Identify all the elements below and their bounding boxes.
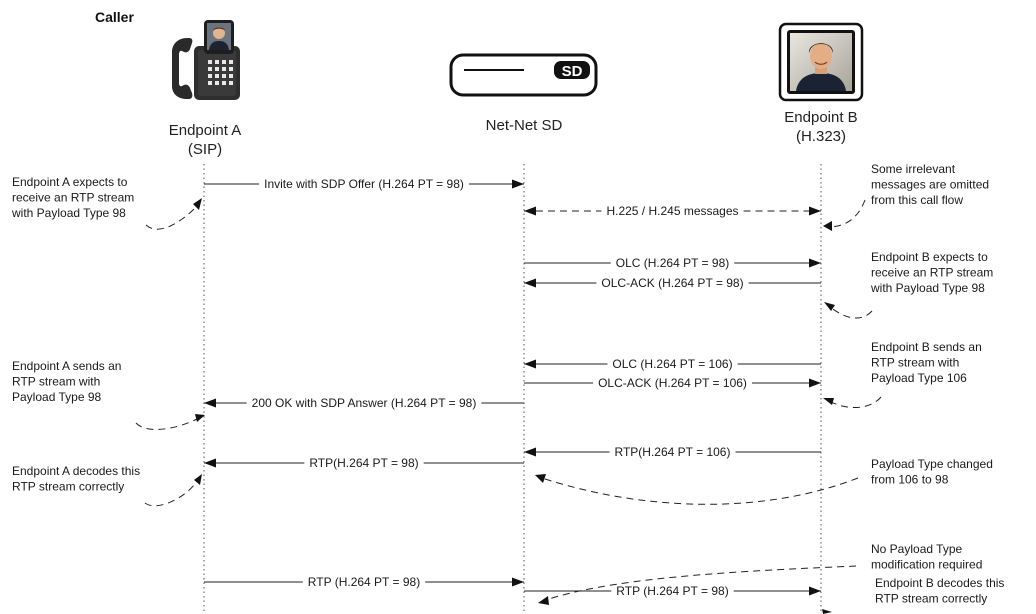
note-line: Endpoint B decodes this — [875, 576, 1004, 590]
message-11: RTP (H.264 PT = 98) — [524, 584, 821, 598]
arrowhead-right — [809, 258, 821, 268]
note-line: RTP stream with — [871, 356, 959, 370]
note-line: Payload Type 98 — [12, 390, 102, 404]
note-pointer-no-modification-head — [538, 596, 549, 605]
note-pointer-a-sends — [135, 417, 200, 430]
message-3: OLC (H.264 PT = 98) — [524, 256, 821, 270]
message-7: 200 OK with SDP Answer (H.264 PT = 98) — [204, 396, 524, 410]
note-line: receive an RTP stream — [12, 191, 134, 205]
arrowhead-left — [204, 458, 216, 468]
note-line: RTP stream with — [12, 375, 100, 389]
arrowhead-left — [524, 206, 536, 216]
message-4: OLC-ACK (H.264 PT = 98) — [524, 276, 821, 290]
message-label: RTP(H.264 PT = 98) — [309, 456, 418, 470]
arrowhead-left — [524, 278, 536, 288]
note-line: Endpoint A decodes this — [12, 464, 140, 478]
note-line: Payload Type changed — [871, 457, 993, 471]
sip-phone-icon — [172, 20, 240, 100]
sd-badge: SD — [562, 63, 583, 80]
arrowhead-right — [809, 586, 821, 596]
note-line: receive an RTP stream — [871, 266, 993, 280]
message-2: H.225 / H.245 messages — [524, 204, 821, 218]
note-pointer-a-decodes-head — [194, 474, 202, 485]
note-line: from 106 to 98 — [871, 473, 949, 487]
note-pointer-b-sends-head — [823, 398, 834, 405]
session-director-icon: SD — [449, 53, 598, 97]
message-label: OLC (H.264 PT = 98) — [616, 256, 730, 270]
message-arrows: Invite with SDP Offer (H.264 PT = 98) H.2… — [204, 177, 821, 598]
note-pointer-a-expects-head — [193, 198, 202, 210]
endpoint-a-name: Endpoint A — [169, 122, 242, 139]
message-6: OLC-ACK (H.264 PT = 106) — [524, 376, 821, 390]
net-net-sd-name: Net-Net SD — [486, 117, 563, 134]
note-line: No Payload Type — [871, 542, 962, 556]
message-5: OLC (H.264 PT = 106) — [524, 357, 821, 371]
arrowhead-left — [524, 447, 536, 457]
note-line: RTP stream correctly — [12, 480, 124, 494]
caller-label: Caller — [95, 9, 134, 25]
note-line: RTP stream correctly — [875, 592, 987, 606]
arrowhead-right — [512, 179, 524, 189]
arrowhead-right — [809, 378, 821, 388]
message-10: RTP (H.264 PT = 98) — [204, 575, 524, 589]
note-line: from this call flow — [871, 193, 963, 207]
endpoint-a-protocol: (SIP) — [188, 141, 222, 158]
message-8: RTP(H.264 PT = 106) — [524, 445, 821, 459]
message-label: RTP (H.264 PT = 98) — [308, 575, 420, 589]
arrowhead-right — [809, 206, 821, 216]
note-pointer-pt-changed — [541, 477, 859, 505]
note-pointer-b-decodes-head — [822, 609, 832, 614]
annotation-notes: Endpoint A expects to receive an RTP stre… — [11, 162, 1004, 606]
note-pointer-b-expects-head — [824, 302, 835, 311]
note-8: No Payload Type modification required — [871, 542, 982, 572]
video-terminal-icon — [778, 22, 864, 102]
note-line: messages are omitted — [871, 178, 989, 192]
note-line: Endpoint B sends an — [871, 340, 982, 354]
note-pointer-pt-changed-head — [535, 474, 546, 483]
note-line: with Payload Type 98 — [870, 281, 985, 295]
note-line: Some irrelevant — [871, 162, 956, 176]
note-pointers — [135, 198, 882, 614]
note-line: Endpoint B expects to — [871, 250, 988, 264]
message-label: H.225 / H.245 messages — [606, 204, 738, 218]
note-line: Payload Type 106 — [871, 371, 967, 385]
message-label: Invite with SDP Offer (H.264 PT = 98) — [264, 177, 464, 191]
note-pointer-omitted — [827, 199, 866, 228]
note-pointer-a-sends-head — [195, 414, 205, 422]
note-line: with Payload Type 98 — [11, 206, 126, 220]
arrowhead-right — [512, 577, 524, 587]
note-1: Endpoint A expects to receive an RTP stre… — [11, 175, 134, 220]
note-pointer-a-expects — [145, 204, 199, 230]
endpoint-b-protocol: (H.323) — [796, 128, 846, 145]
note-pointer-a-decodes — [144, 479, 199, 507]
message-label: RTP(H.264 PT = 106) — [615, 445, 731, 459]
endpoint-b-name: Endpoint B — [784, 109, 857, 126]
note-pointer-no-modification — [545, 565, 857, 601]
note-line: modification required — [871, 558, 982, 572]
message-label: 200 OK with SDP Answer (H.264 PT = 98) — [252, 396, 477, 410]
note-3: Endpoint B expects to receive an RTP stre… — [870, 250, 993, 295]
message-label: OLC-ACK (H.264 PT = 98) — [601, 276, 743, 290]
note-line: Endpoint A sends an — [12, 359, 121, 373]
message-label: OLC (H.264 PT = 106) — [612, 357, 732, 371]
note-7: Payload Type changed from 106 to 98 — [871, 457, 993, 487]
message-label: RTP (H.264 PT = 98) — [616, 584, 728, 598]
message-9: RTP(H.264 PT = 98) — [204, 456, 524, 470]
note-pointer-omitted-head — [823, 221, 832, 231]
note-pointer-b-sends — [828, 396, 882, 408]
message-1: Invite with SDP Offer (H.264 PT = 98) — [204, 177, 524, 191]
note-pointer-b-expects — [828, 305, 873, 319]
arrowhead-left — [524, 359, 536, 369]
note-line: Endpoint A expects to — [12, 175, 128, 189]
arrowhead-left — [204, 398, 216, 408]
message-label: OLC-ACK (H.264 PT = 106) — [598, 376, 747, 390]
